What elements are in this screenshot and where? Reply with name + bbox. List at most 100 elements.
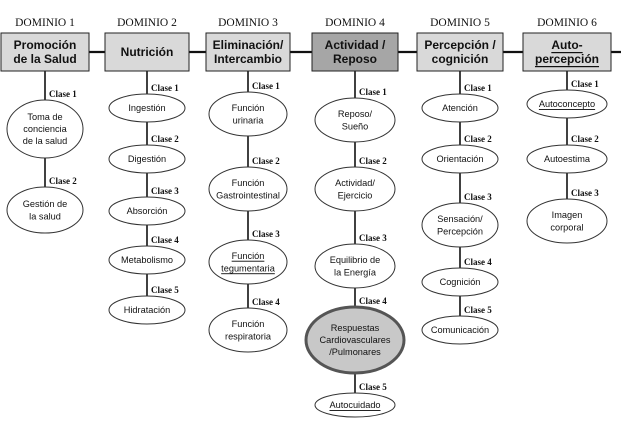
- domain-title-line: Nutrición: [121, 45, 174, 59]
- domain-title-line: Reposo: [333, 52, 377, 66]
- domain-title-line: cognición: [432, 52, 489, 66]
- class-label: Clase 1: [151, 83, 179, 93]
- class-name-line: Equilibrio de: [330, 255, 381, 265]
- class-node: [208, 166, 288, 212]
- class-name-line: Orientación: [437, 154, 484, 164]
- class-name-line: Función: [232, 251, 265, 261]
- class-node: [108, 245, 186, 275]
- class-label: Clase 1: [49, 89, 77, 99]
- class-node: [208, 91, 288, 137]
- class-label: Clase 4: [151, 235, 179, 245]
- class-name-line: de la salud: [23, 136, 67, 146]
- domain-label: DOMINIO 5: [430, 17, 490, 29]
- class-name-line: Percepción: [437, 226, 483, 236]
- class-name-line: Absorción: [127, 206, 168, 216]
- domain-label: DOMINIO 1: [15, 17, 75, 29]
- class-node: [108, 144, 186, 174]
- class-node: [314, 243, 396, 289]
- class-name-line: Actividad/: [335, 178, 375, 188]
- class-node: [421, 315, 499, 345]
- class-name-line: tegumentaria: [221, 263, 276, 273]
- class-node: [108, 295, 186, 325]
- domain-box: [104, 32, 190, 72]
- class-node: [208, 307, 288, 353]
- class-label: Clase 3: [571, 188, 599, 198]
- class-node: [421, 267, 499, 297]
- domain-title-line: de la Salud: [13, 52, 76, 66]
- class-name-line: /Pulmonares: [329, 347, 381, 357]
- class-node: [526, 144, 608, 174]
- class-label: Clase 1: [571, 79, 599, 89]
- domain-box: [0, 32, 90, 72]
- class-label: Clase 4: [359, 296, 387, 306]
- class-label: Clase 1: [252, 81, 280, 91]
- class-name-line: Metabolismo: [121, 255, 173, 265]
- domain-label: DOMINIO 2: [117, 17, 177, 29]
- domain-title-line: Auto-: [551, 38, 582, 52]
- class-name-line: Respuestas: [331, 323, 380, 333]
- class-name-line: Función: [232, 103, 265, 113]
- class-name-line: Gestión de: [23, 199, 67, 209]
- domain-box: [416, 32, 504, 72]
- class-name-line: Toma de: [27, 112, 62, 122]
- class-name-line: Imagen: [552, 210, 583, 220]
- class-node: [208, 239, 288, 285]
- class-name-line: Gastrointestinal: [216, 190, 280, 200]
- domain-box: [522, 32, 612, 72]
- class-name-line: Cardiovasculares: [320, 335, 391, 345]
- class-node: [314, 166, 396, 212]
- class-label: Clase 5: [464, 305, 492, 315]
- domain-box: [205, 32, 291, 72]
- class-node-highlighted: [304, 305, 406, 375]
- class-node: [108, 93, 186, 123]
- class-label: Clase 3: [151, 186, 179, 196]
- domain-title-line: Promoción: [14, 38, 77, 52]
- class-node: [108, 196, 186, 226]
- class-node: [314, 97, 396, 143]
- domain-label: DOMINIO 4: [325, 17, 385, 29]
- class-label: Clase 3: [464, 192, 492, 202]
- class-name-line: Comunicación: [431, 325, 489, 335]
- domain-title-line: Actividad /: [325, 38, 386, 52]
- class-label: Clase 5: [151, 285, 179, 295]
- domain-title-line: Intercambio: [214, 52, 282, 66]
- class-name-line: urinaria: [233, 115, 265, 125]
- class-label: Clase 1: [464, 83, 492, 93]
- class-name-line: Autoconcepto: [539, 99, 595, 109]
- class-node: [526, 198, 608, 244]
- class-name-line: corporal: [550, 222, 583, 232]
- class-name-line: la salud: [29, 211, 61, 221]
- class-node: [526, 89, 608, 119]
- class-name-line: Sueño: [342, 121, 369, 131]
- domain-label: DOMINIO 6: [537, 17, 597, 29]
- class-name-line: Reposo/: [338, 109, 373, 119]
- class-name-line: conciencia: [23, 124, 67, 134]
- class-label: Clase 4: [464, 257, 492, 267]
- class-name-line: Digestión: [128, 154, 166, 164]
- domain-title-line: Percepción /: [424, 38, 496, 52]
- class-label: Clase 4: [252, 297, 280, 307]
- class-name-line: Cognición: [440, 277, 481, 287]
- class-name-line: Sensación/: [437, 214, 483, 224]
- class-name-line: Autoestima: [544, 154, 591, 164]
- class-label: Clase 2: [571, 134, 599, 144]
- class-name-line: la Energía: [334, 267, 377, 277]
- class-label: Clase 5: [359, 382, 387, 392]
- domain-title-line: Eliminación/: [213, 38, 284, 52]
- class-label: Clase 1: [359, 87, 387, 97]
- class-label: Clase 2: [49, 176, 77, 186]
- class-node: [421, 144, 499, 174]
- domain-box-highlighted: [311, 32, 399, 72]
- class-name-line: Ingestión: [128, 103, 165, 113]
- class-name-line: Función: [232, 319, 265, 329]
- class-label: Clase 2: [151, 134, 179, 144]
- class-name-line: Hidratación: [124, 305, 170, 315]
- class-node: [314, 392, 396, 418]
- class-label: Clase 2: [464, 134, 492, 144]
- class-label: Clase 2: [359, 156, 387, 166]
